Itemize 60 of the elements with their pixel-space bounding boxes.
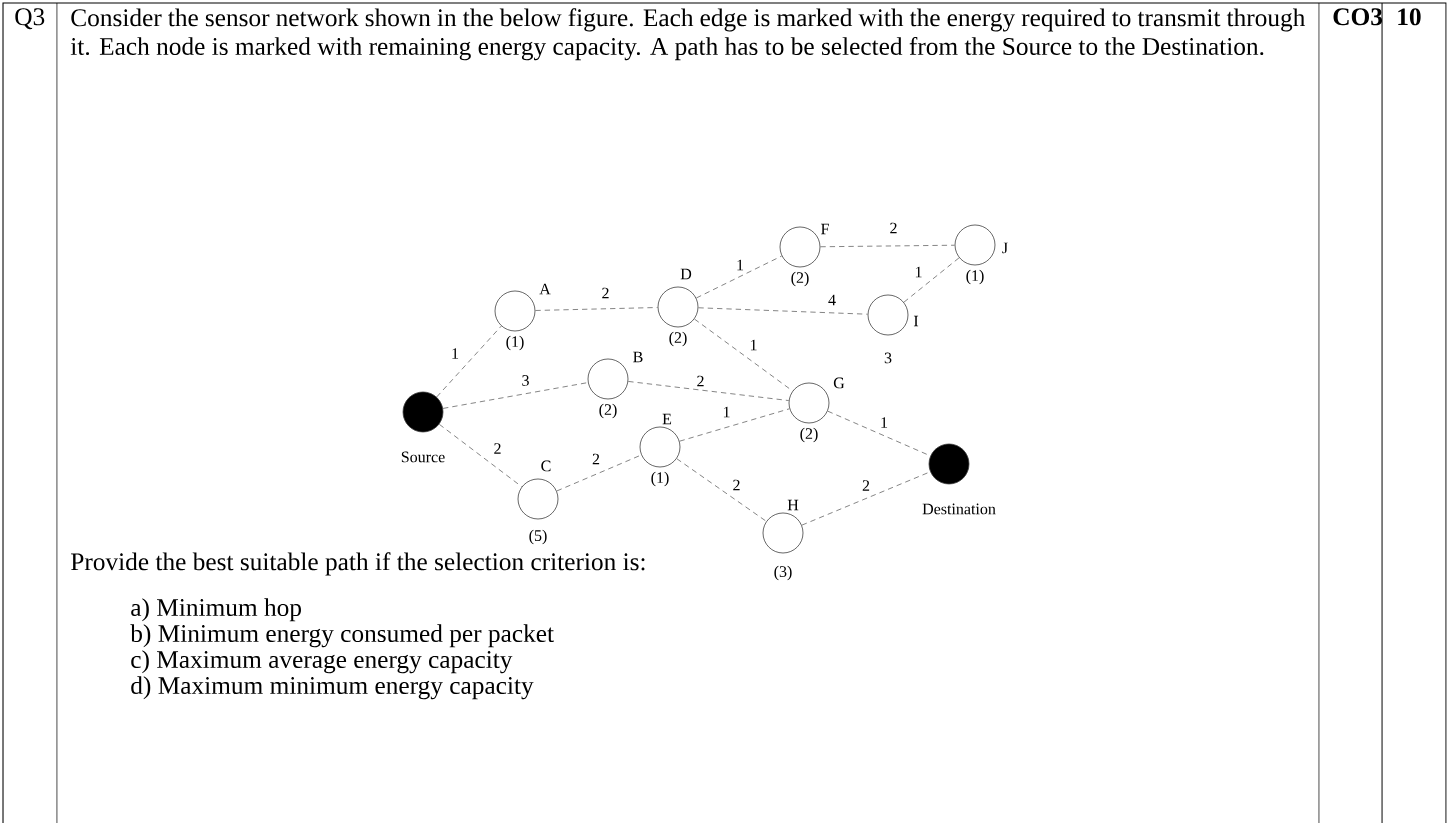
connector-line <box>556 454 642 492</box>
edge-label: 2 <box>590 452 602 466</box>
capacity-label: (2) <box>791 271 809 287</box>
edge-label: 1 <box>748 338 759 352</box>
node-letter: C <box>541 460 551 472</box>
node-letter: E <box>662 413 672 425</box>
connector-line <box>442 382 589 409</box>
capacity-label: (2) <box>669 331 687 347</box>
capacity-label: (3) <box>774 565 792 581</box>
connector-line <box>695 255 783 299</box>
connector-line <box>535 307 658 311</box>
capacity-label: 3 <box>884 352 892 364</box>
connector-line <box>436 325 502 398</box>
connector-line <box>627 381 790 401</box>
edge-label: 1 <box>878 415 890 430</box>
node-letter: F <box>821 223 829 235</box>
edge-label: 2 <box>888 221 899 235</box>
list-item: b) Minimum energy consumed per packet <box>130 624 554 648</box>
connector-line <box>801 471 931 526</box>
node-letter: D <box>680 268 692 280</box>
connector-line <box>676 458 767 522</box>
edge-label: 2 <box>731 478 742 492</box>
node-letter: J <box>1002 242 1008 254</box>
marks: 10 <box>1398 8 1421 26</box>
node-letter: G <box>833 377 845 389</box>
capacity-label: (2) <box>800 427 818 443</box>
edge-label: 2 <box>600 286 611 300</box>
edge-label: 2 <box>860 478 872 493</box>
capacity-label: (1) <box>506 335 524 351</box>
edge-label: 2 <box>695 374 706 388</box>
node-letter: I <box>913 315 919 327</box>
list-item: c) Maximum average energy capacity <box>131 650 513 674</box>
instruction-text: Provide the best suitable path if the selection criterion is: <box>71 552 645 576</box>
connector-line <box>820 244 955 248</box>
edge-label: 1 <box>913 265 924 279</box>
connector-line <box>438 423 523 488</box>
connector-line <box>903 257 960 303</box>
node-letter: B <box>633 351 643 363</box>
list-item: a) Minimum hop <box>131 598 301 622</box>
question-text: Consider the sensor network shown in the below figure. Each edge is marked with the energy required to transmit through it. Each node is marked with remaining energy capacity. A path has to be selected from the Source to the Destination. <box>70 8 1306 61</box>
edge-label: 2 <box>492 441 503 456</box>
edge-label: 1 <box>734 258 746 272</box>
edge-label: 4 <box>826 293 838 307</box>
connector-line <box>694 318 793 392</box>
node-caption: Destination <box>922 503 996 515</box>
connector-line <box>698 307 869 315</box>
capacity-label: (1) <box>966 269 984 285</box>
node-letter: H <box>787 499 799 511</box>
capacity-label: (1) <box>651 471 669 487</box>
question-number: Q3 <box>15 8 45 30</box>
capacity-label: (2) <box>599 403 617 419</box>
edge-label: 3 <box>520 373 531 388</box>
capacity-label: (5) <box>529 529 547 545</box>
course-outcome: CO3 <box>1333 8 1383 26</box>
node-letter: A <box>539 283 551 295</box>
connector-line <box>679 408 790 442</box>
node-caption: Source <box>401 451 445 463</box>
list-item: d) Maximum minimum energy capacity <box>131 676 534 700</box>
edge-label: 1 <box>449 346 461 361</box>
edge-label: 1 <box>721 405 732 419</box>
